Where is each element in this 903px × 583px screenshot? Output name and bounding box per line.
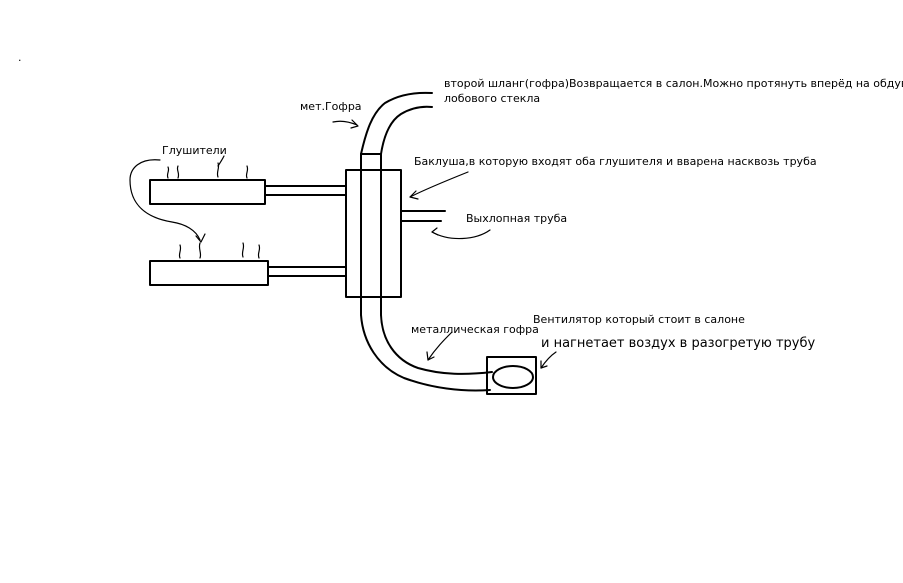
label-exhaust-pipe: Выхлопная труба <box>466 212 568 225</box>
label-baklusha: Баклуша,в которую входят оба глушителя и… <box>414 155 817 168</box>
upper-gofra-hose <box>360 91 433 155</box>
label-fan: Вентилятор который стоит в салоне <box>533 313 745 326</box>
baklusha <box>345 169 402 298</box>
label-fan-cont: и нагнетает воздух в разогретую трубу <box>541 336 816 351</box>
lower-gofra-hose <box>360 314 493 392</box>
label-second-hose-cont: лобового стекла <box>444 92 541 105</box>
label-met-gofra: мет.Гофра <box>300 100 362 113</box>
label-metal-gofra: металлическая гофра <box>411 323 539 336</box>
upper-muffler <box>149 179 347 205</box>
label-mufflers: Глушители <box>162 144 227 157</box>
pointer-arrows <box>129 119 557 369</box>
lower-muffler <box>149 260 347 286</box>
label-second-hose: второй шланг(гофра)Возвращается в салон.… <box>444 77 903 90</box>
through-pipe <box>360 153 382 316</box>
heat-marks <box>166 162 261 259</box>
stray-mark: . <box>18 51 22 64</box>
fan-box <box>486 356 537 395</box>
exhaust-outlet <box>400 210 446 222</box>
